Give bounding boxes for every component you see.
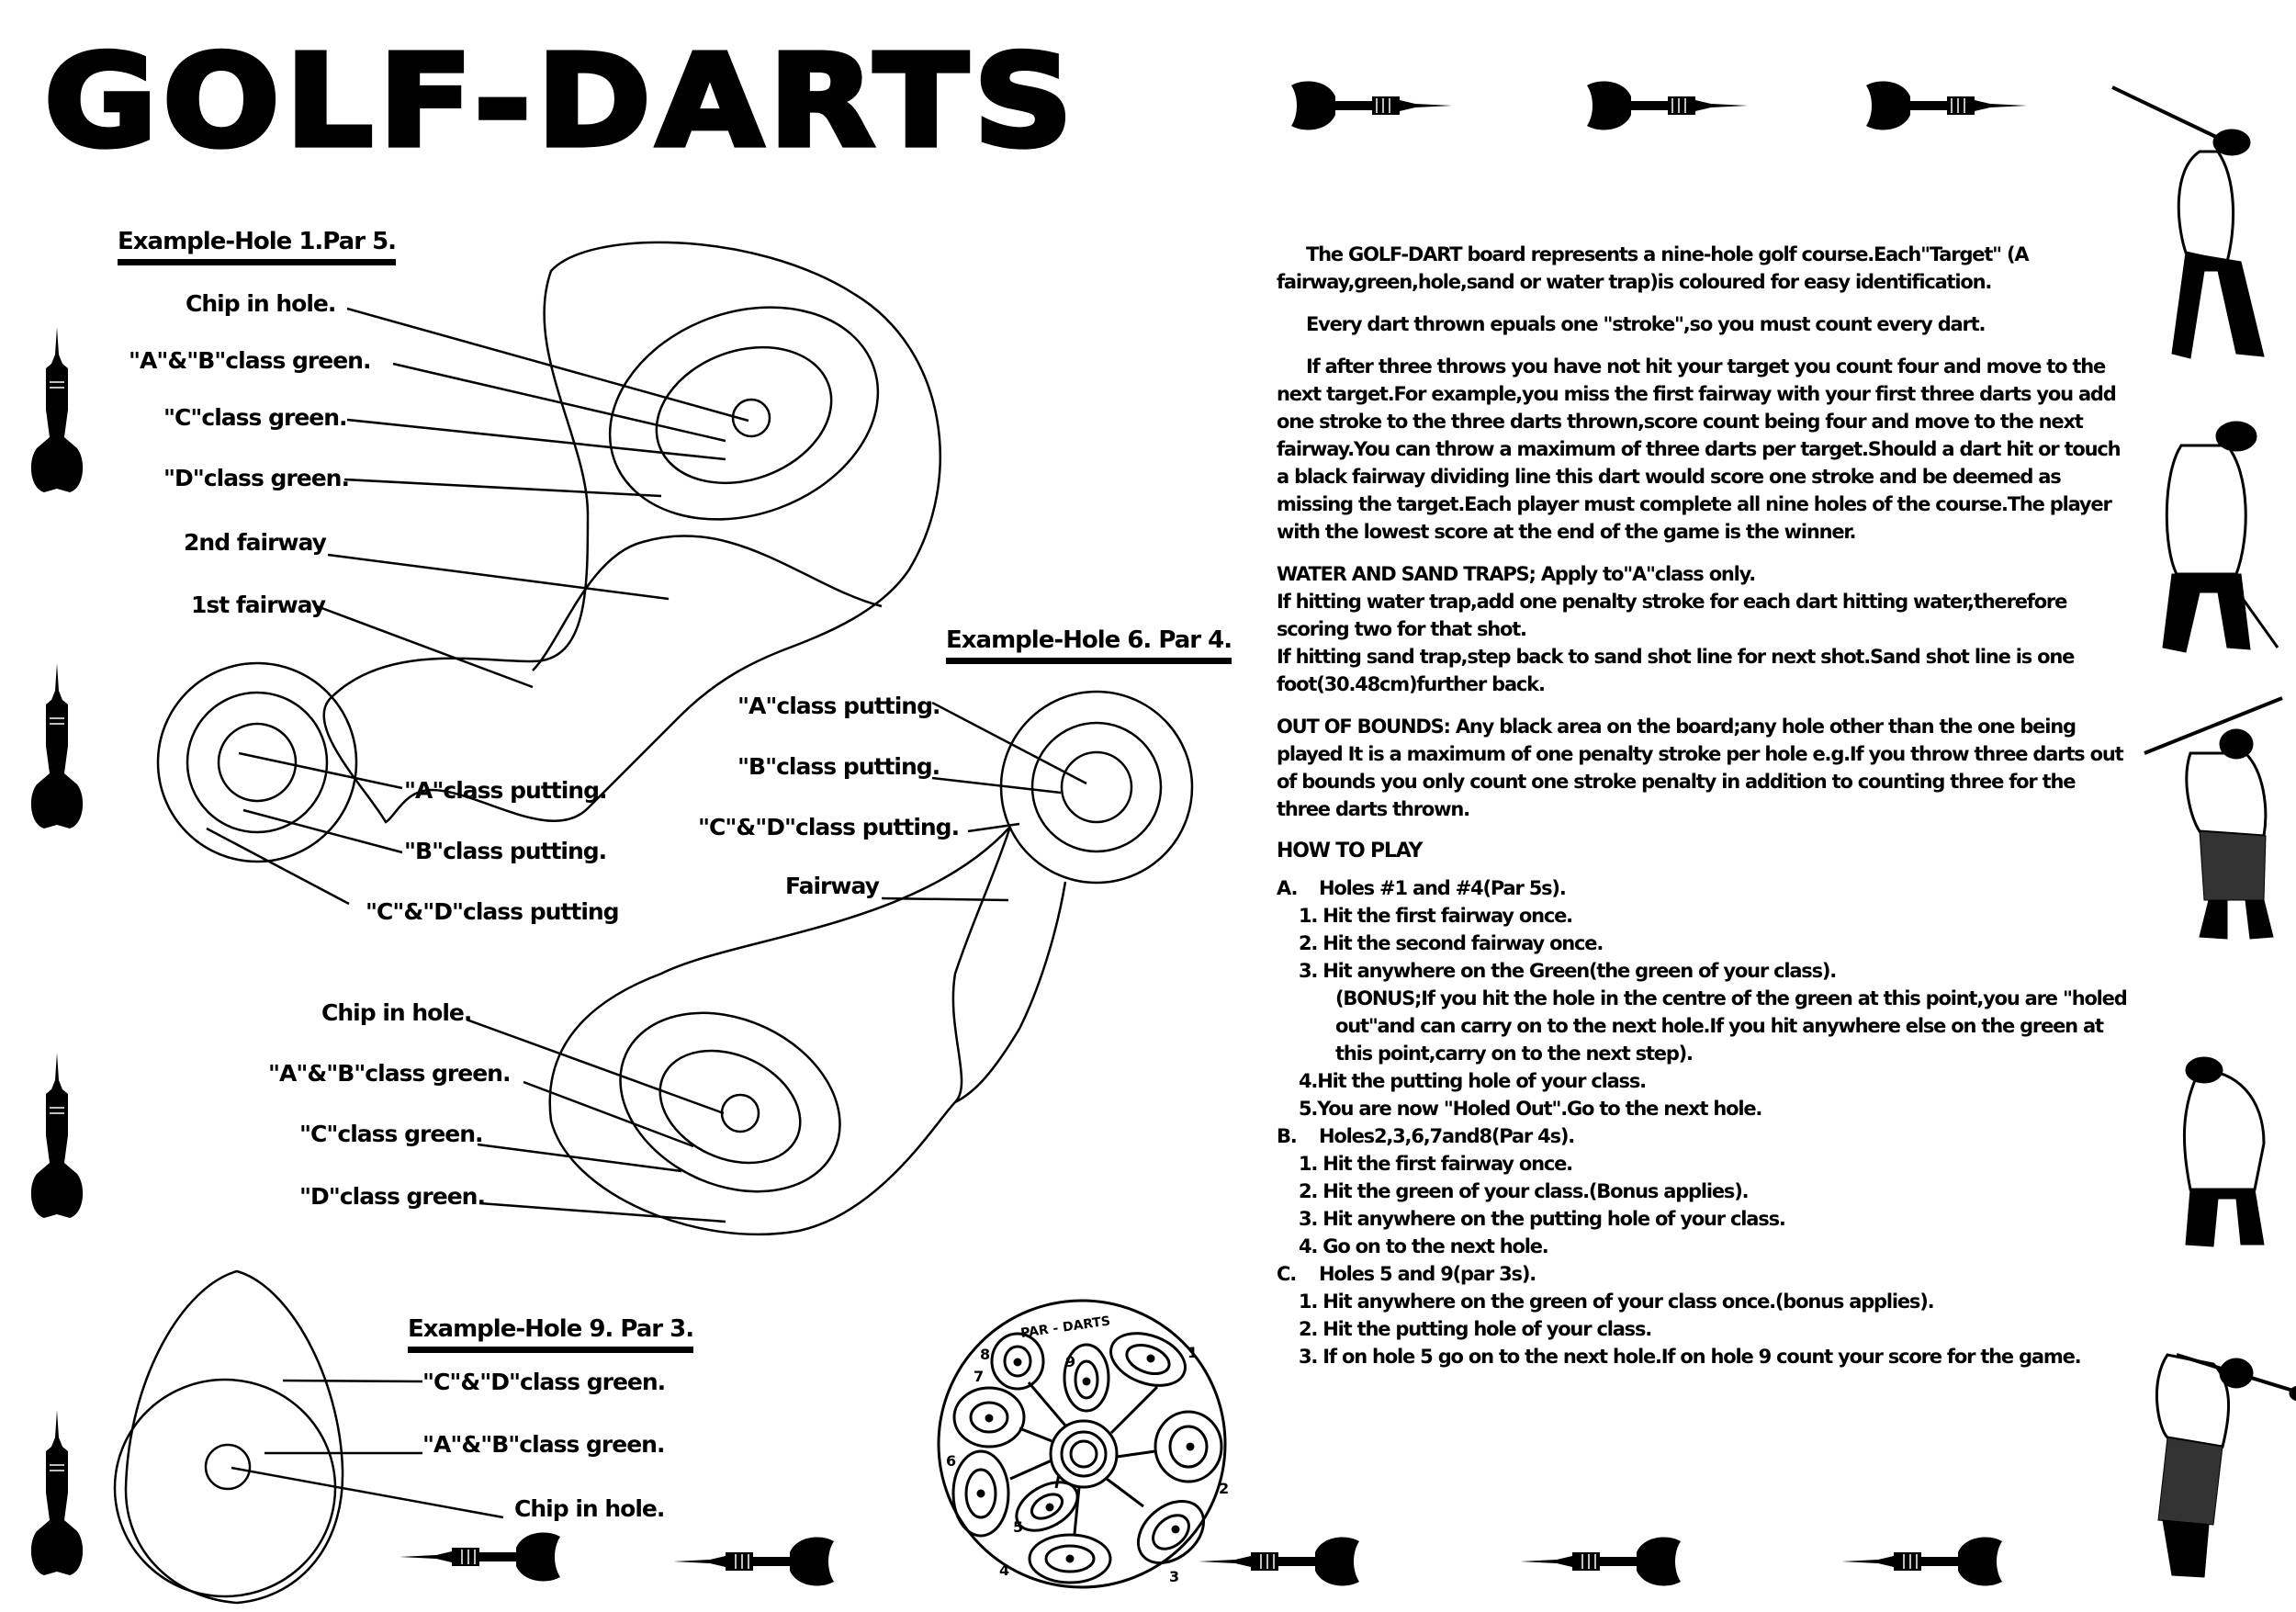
hole1-diagram [156,241,941,906]
svg-text:5: 5 [1013,1518,1023,1536]
how-to-play-title: HOW TO PLAY [1277,840,1423,862]
page-title: GOLF-DARTS [41,28,1079,176]
out-of-bounds-section: OUT OF BOUNDS: Any black area on the boa… [1277,713,2131,823]
dart-board [937,1299,1227,1589]
svg-text:7: 7 [974,1368,984,1385]
hole1-label-chip-in-hole: Chip in hole. [186,290,336,317]
howto-group-b: B. Holes2,3,6,7and8(Par 4s). 1. Hit the f… [1277,1122,2131,1260]
hole1-label-c-green: "C"class green. [163,404,348,431]
bottom-darts [399,1531,2003,1587]
howto-group-c: C. Holes 5 and 9(par 3s). 1. Hit anywhere… [1277,1260,2131,1370]
rules-section: The GOLF-DART board represents a nine-ho… [1277,241,2131,1370]
hole1-label-2nd-fairway: 2nd fairway [184,529,327,556]
group-b-step-3: 3. Hit anywhere on the putting hole of y… [1299,1208,1786,1230]
rules-every-dart: Every dart thrown epuals one "stroke",so… [1306,313,1986,335]
rules-three-throws: If after three throws you have not hit y… [1277,355,2122,543]
hole1-heading: Example-Hole 1.Par 5. [118,230,397,265]
hole1-label-1st-fairway: 1st fairway [191,592,326,618]
svg-text:4: 4 [999,1561,1009,1579]
hole9-diagram [113,1269,504,1605]
traps-section: WATER AND SAND TRAPS; Apply to"A"class o… [1277,560,2131,698]
golfer-figures [2111,85,2296,1578]
hole9-label-chip-in-hole: Chip in hole. [514,1495,665,1522]
group-a-letter: A. [1277,877,1298,899]
group-a-step-5: 5.You are now "Holed Out".Go to the next… [1299,1098,1762,1120]
group-b-step-4: 4. Go on to the next hole. [1299,1235,1549,1257]
hole9-label-cd-green: "C"&"D"class green. [422,1369,666,1395]
hole6-label-a-putting: "A"class putting. [737,693,940,719]
group-c-step-1: 1. Hit anywhere on the green of your cla… [1299,1291,1935,1313]
top-darts [1290,80,2028,131]
svg-text:2: 2 [1219,1480,1229,1497]
howto-group-a: A. Holes #1 and #4(Par 5s). 1. Hit the fi… [1277,874,2131,1122]
group-a-step-3: 3. Hit anywhere on the Green(the green o… [1299,960,1837,982]
svg-text:9: 9 [1065,1353,1075,1370]
traps-applies: Apply to"A"class only. [1535,563,1756,585]
hole6-label-ab-green: "A"&"B"class green. [268,1060,511,1087]
group-a-step-4: 4.Hit the putting hole of your class. [1299,1070,1647,1092]
group-c-step-2: 2. Hit the putting hole of your class. [1299,1318,1652,1340]
traps-title: WATER AND SAND TRAPS; [1277,563,1536,585]
hole6-label-c-green: "C"class green. [299,1121,484,1147]
hole9-label-ab-green: "A"&"B"class green. [422,1431,665,1458]
hole6-label-d-green: "D"class green. [299,1183,486,1210]
hole6-label-fairway: Fairway [785,873,880,899]
group-b-step-1: 1. Hit the first fairway once. [1299,1153,1573,1175]
hole1-label-d-green: "D"class green. [163,465,350,491]
hole6-label-cd-putting: "C"&"D"class putting. [698,814,960,840]
board-caption: PAR - DARTS [1019,1313,1111,1341]
svg-text:3: 3 [1169,1568,1179,1585]
oob-title: OUT OF BOUNDS: [1277,716,1451,738]
group-c-step-3: 3. If on hole 5 go on to the next hole.I… [1299,1346,2082,1368]
hole1-label-cd-putting: "C"&"D"class putting [366,898,620,925]
svg-text:8: 8 [980,1346,990,1363]
hole6-label-b-putting: "B"class putting. [737,753,940,780]
hole6-label-chip-in-hole: Chip in hole. [321,999,472,1026]
hole6-heading: Example-Hole 6. Par 4. [946,628,1232,664]
hole1-label-b-putting: "B"class putting. [404,838,607,864]
traps-water: If hitting water trap,add one penalty st… [1277,591,2067,640]
board-numbers: 1 2 3 4 5 6 7 8 9 [946,1344,1229,1585]
group-c-title: Holes 5 and 9(par 3s). [1319,1263,1536,1285]
group-a-title: Holes #1 and #4(Par 5s). [1319,877,1567,899]
svg-text:1: 1 [1187,1344,1198,1361]
traps-sand: If hitting sand trap,step back to sand s… [1277,646,2075,695]
group-c-letter: C. [1277,1263,1297,1285]
hole1-label-ab-green: "A"&"B"class green. [129,347,371,374]
rules-intro: The GOLF-DART board represents a nine-ho… [1277,243,2030,293]
svg-text:6: 6 [946,1452,956,1470]
left-darts [30,326,84,1576]
hole1-label-a-putting: "A"class putting. [404,777,607,804]
group-a-bonus: (BONUS;If you hit the hole in the centre… [1335,987,2128,1065]
group-a-step-2: 2. Hit the second fairway once. [1299,932,1604,954]
hole6-diagram [466,690,1194,1235]
group-b-letter: B. [1277,1125,1298,1147]
group-b-title: Holes2,3,6,7and8(Par 4s). [1319,1125,1575,1147]
group-b-step-2: 2. Hit the green of your class.(Bonus ap… [1299,1180,1750,1202]
group-a-step-1: 1. Hit the first fairway once. [1299,905,1573,927]
oob-text: Any black area on the board;any hole oth… [1277,716,2124,820]
hole9-heading: Example-Hole 9. Par 3. [408,1317,694,1353]
